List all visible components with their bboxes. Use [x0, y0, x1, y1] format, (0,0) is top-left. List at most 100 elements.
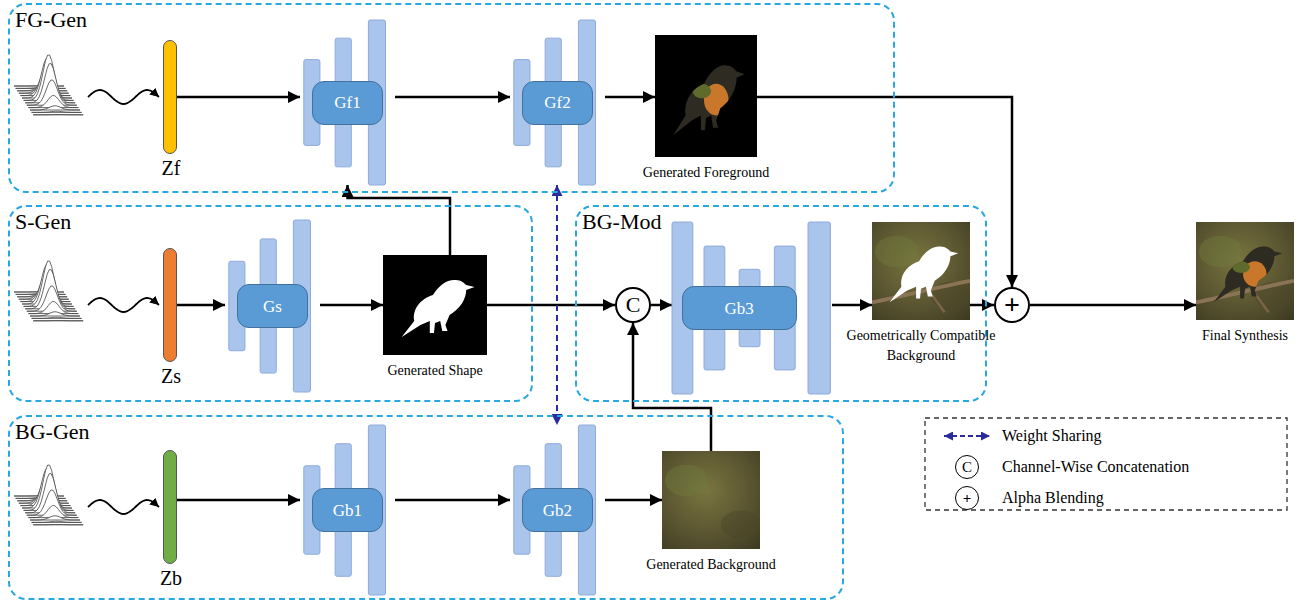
region-title: FG-Gen	[15, 7, 87, 32]
caption-holder: Generated Foreground	[615, 162, 797, 182]
generator-core: Gs	[237, 284, 307, 328]
image-panel: Geometrically Compatible Background	[872, 222, 970, 320]
flow-arrow	[177, 96, 300, 99]
group-region: BG-ModC Gb3 Geometrically Compatible Backg…	[575, 205, 987, 402]
weight-sharing-link	[556, 185, 558, 425]
group-region: FG-GenZfGf1Gf2Generated Foreground	[8, 3, 895, 193]
generator-name: Gs	[263, 298, 282, 315]
gaussian-mesh-line	[33, 114, 83, 115]
generator-block: Gb2	[510, 425, 605, 595]
flow-arrow	[395, 499, 510, 502]
operator-circle: C	[615, 287, 651, 323]
legend-row: Channel-Wise Concatenation	[1002, 457, 1189, 476]
generator-name: Gb3	[725, 300, 754, 317]
generator-name: Gb2	[543, 502, 572, 519]
legend-sample-circle: +	[955, 486, 979, 510]
generator-block: Gb3	[672, 222, 832, 394]
legend-text: Alpha Blending	[1002, 489, 1104, 506]
group-region: S-GenZsGsGenerated Shape	[8, 205, 533, 402]
region-title: BG-Mod	[582, 209, 661, 234]
gaussian-mesh-line	[32, 111, 82, 112]
gaussian-mesh-line	[30, 106, 80, 110]
sampling-wave	[88, 90, 159, 104]
gaussian-mesh-line	[33, 320, 83, 321]
image-caption: Geometrically Compatible Background	[847, 328, 996, 363]
gaussian-mesh-line	[32, 317, 82, 318]
legend-box	[925, 418, 1287, 510]
image-caption: Generated Foreground	[643, 165, 769, 180]
gaussian-mesh-line	[30, 312, 80, 316]
generator-core: Gf1	[312, 81, 382, 125]
legend-symbol: C	[962, 460, 972, 475]
latent-vector: Zs	[163, 248, 177, 362]
caption-holder: Generated Shape	[343, 360, 527, 380]
caption-holder: Geometrically Compatible Background	[832, 325, 1010, 365]
operator-symbol: +	[1004, 291, 1020, 319]
image-panel: Generated Background	[662, 451, 760, 549]
caption-holder: Generated Background	[622, 554, 800, 574]
legend-sample-circle: C	[955, 455, 979, 479]
latent-label: Zb	[160, 567, 182, 589]
latent-vector: Zb	[163, 450, 177, 564]
gaussian-mesh-line	[33, 524, 83, 525]
generator-block: Gb1	[300, 425, 395, 595]
flow-arrow	[177, 304, 225, 307]
image-illustration	[655, 35, 757, 157]
image-illustration	[662, 451, 760, 549]
generator-core: Gb1	[312, 488, 382, 532]
flow-arrow	[320, 304, 383, 307]
region-title: S-Gen	[15, 209, 71, 234]
latent-vector: Zf	[163, 40, 177, 154]
flow-arrow	[348, 185, 451, 255]
latent-label-holder: Zs	[141, 365, 201, 388]
generator-name: Gb1	[333, 502, 362, 519]
flow-arrow	[970, 304, 994, 307]
legend-text: Channel-Wise Concatenation	[1002, 458, 1189, 475]
legend-text: Weight Sharing	[1002, 427, 1102, 444]
image-panel: Generated Shape	[383, 255, 487, 355]
operator-circle: +	[994, 287, 1030, 323]
generator-block: Gf1	[300, 20, 395, 185]
legend-sample-dashed-arrow	[944, 435, 990, 437]
layer-bar	[808, 222, 830, 394]
legend-row: Alpha Blending	[1002, 488, 1104, 507]
generator-core: Gf2	[522, 81, 592, 125]
image-panel: Final Synthesis	[1196, 222, 1294, 320]
generator-name: Gf2	[544, 94, 570, 111]
image-illustration	[872, 222, 970, 320]
region-title: BG-Gen	[15, 419, 90, 444]
flow-arrow	[395, 96, 510, 99]
flow-arrow	[651, 304, 672, 307]
generator-block: Gf2	[510, 20, 605, 185]
latent-label-holder: Zb	[141, 567, 201, 590]
latent-label: Zf	[162, 157, 181, 179]
generator-block: Gs	[225, 220, 320, 392]
flow-arrow	[605, 96, 655, 99]
gaussian-mesh-line	[30, 516, 80, 520]
flow-arrow	[1030, 304, 1196, 307]
caption-holder: Final Synthesis	[1156, 325, 1299, 345]
operator-symbol: C	[626, 294, 641, 316]
flow-arrow	[177, 499, 300, 502]
image-illustration	[383, 255, 487, 355]
image-panel: Generated Foreground	[655, 35, 757, 157]
flow-arrow	[487, 304, 615, 307]
gaussian-mesh-line	[32, 521, 82, 522]
image-caption: Generated Shape	[387, 363, 482, 378]
generator-core: Gb2	[522, 488, 592, 532]
image-caption: Final Synthesis	[1202, 328, 1288, 343]
legend-symbol: +	[963, 491, 972, 506]
flow-arrow	[832, 304, 872, 307]
image-illustration	[1196, 222, 1294, 320]
flow-arrow	[605, 499, 662, 502]
generator-core: Gb3	[682, 286, 797, 330]
legend-row: Weight Sharing	[1002, 426, 1102, 445]
image-caption: Generated Background	[646, 557, 775, 572]
sampling-wave	[88, 298, 159, 312]
latent-label-holder: Zf	[141, 157, 201, 180]
latent-label: Zs	[161, 365, 181, 387]
group-region: BG-GenZbGb1Gb2Generated Background	[8, 415, 844, 600]
sampling-wave	[88, 500, 159, 514]
generator-name: Gf1	[334, 94, 360, 111]
